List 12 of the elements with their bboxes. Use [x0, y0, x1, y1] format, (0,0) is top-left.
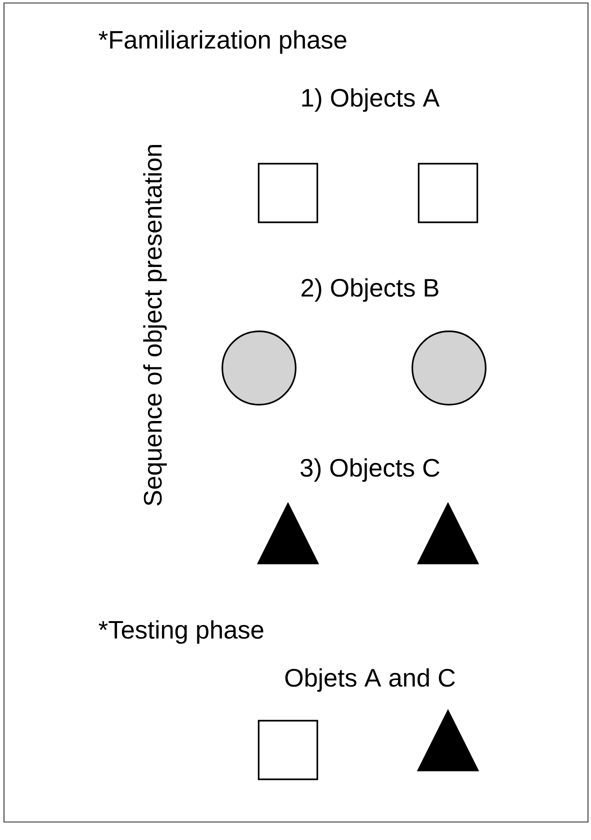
section-heading: *Testing phase: [98, 620, 264, 644]
circle-shape: [222, 330, 296, 406]
square-shape: [258, 720, 318, 780]
group-heading: 3) Objects C: [300, 458, 440, 482]
circle-shape: [412, 330, 486, 406]
square-shape: [418, 162, 478, 224]
group-heading: 2) Objects B: [302, 278, 438, 302]
group-heading: 1) Objects A: [302, 88, 440, 112]
axis-label: Sequence of object presentation: [143, 145, 167, 506]
group-heading: Objets A and C: [285, 668, 455, 692]
section-heading: *Familiarization phase: [98, 30, 346, 54]
square-shape: [258, 162, 318, 224]
